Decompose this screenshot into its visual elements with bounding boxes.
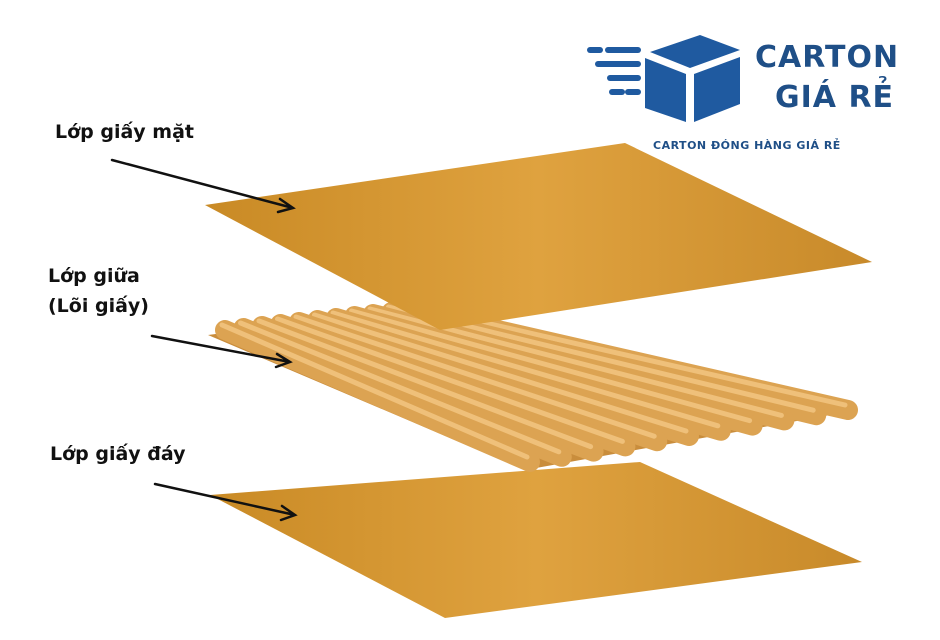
flute-ridge: [233, 318, 572, 467]
flute-highlight: [256, 318, 594, 450]
flute-highlight: [312, 312, 689, 434]
flute-highlight: [330, 310, 721, 429]
corrugated-medium: [208, 300, 858, 472]
flute-highlight: [219, 322, 530, 460]
arrow-top: [110, 158, 296, 214]
top-liner-sheet: [205, 143, 872, 330]
flute-highlight: [275, 316, 625, 444]
logo-name-line2: GIÁ RẺ: [775, 80, 895, 115]
flute-highlight: [293, 314, 657, 439]
logo-name-line1: CARTON: [755, 40, 900, 75]
label-middle-layer-note: (Lõi giấy): [48, 295, 149, 317]
box-icon: [587, 35, 740, 122]
flute-highlight: [238, 320, 562, 455]
flute-ridge: [215, 320, 540, 472]
flute-highlight: [349, 308, 753, 424]
flute-ridge: [252, 316, 604, 462]
arrow-middle: [150, 334, 293, 369]
label-middle-layer: Lớp giữa: [48, 265, 140, 287]
bottom-liner-sheet: [210, 462, 862, 618]
logo-tagline: CARTON ĐÓNG HÀNG GIÁ RẺ: [653, 139, 841, 152]
label-top-layer: Lớp giấy mặt: [55, 121, 195, 143]
label-bottom-layer: Lớp giấy đáy: [50, 443, 186, 465]
arrow-bottom: [153, 482, 298, 522]
